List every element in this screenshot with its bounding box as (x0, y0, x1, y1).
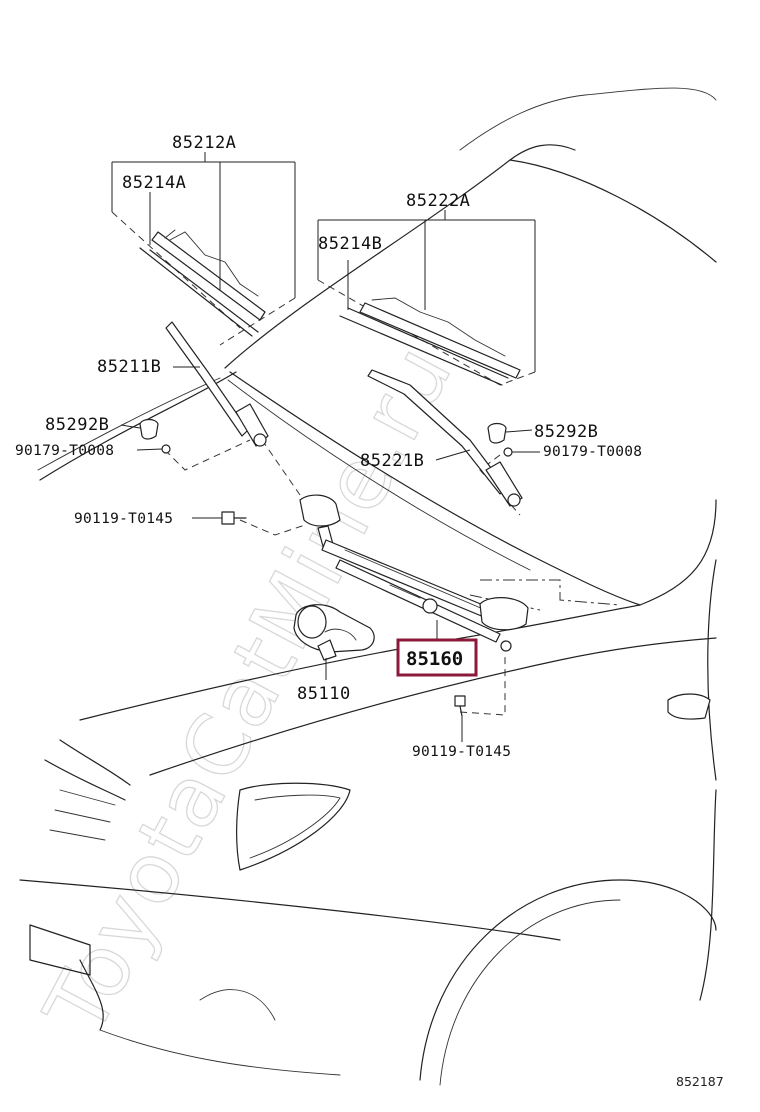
label-90179-right[interactable]: 90179-T0008 (543, 444, 642, 460)
label-85222A[interactable]: 85222A (406, 191, 470, 211)
wiper-motor (293, 604, 375, 661)
part-labels: 85212A 85214A 85222A 85214B 85211B 85292… (15, 133, 642, 760)
wiper-arm-right (367, 369, 523, 507)
label-85221B[interactable]: 85221B (360, 451, 424, 471)
bolts (221, 511, 466, 717)
highlight-frame (396, 638, 478, 677)
wiper-link-assembly (299, 494, 529, 652)
label-85160[interactable]: 85160 (406, 648, 463, 670)
label-85212A[interactable]: 85212A (172, 133, 236, 153)
wiper-blade-b (339, 297, 521, 386)
label-90119-left[interactable]: 90119-T0145 (74, 511, 173, 527)
label-85211B[interactable]: 85211B (97, 357, 161, 377)
wiper-arm-left (165, 321, 269, 447)
label-85292B-right[interactable]: 85292B (534, 422, 598, 442)
wiper-blade-a (139, 229, 266, 337)
diagram-id: 852187 (676, 1074, 724, 1089)
pivot-caps-and-nuts (139, 418, 513, 457)
leader-lines (111, 152, 540, 742)
label-85110[interactable]: 85110 (297, 684, 351, 704)
highlighted-part-85160[interactable]: 85160 (396, 638, 478, 677)
label-85214A[interactable]: 85214A (122, 173, 186, 193)
label-85214B[interactable]: 85214B (318, 234, 382, 254)
label-90179-left[interactable]: 90179-T0008 (15, 443, 114, 459)
watermark: ToyotaCatMine.ru (26, 329, 472, 1051)
label-85292B-left[interactable]: 85292B (45, 415, 109, 435)
car-body-outline (19, 87, 717, 1086)
label-90119-bottom[interactable]: 90119-T0145 (412, 744, 511, 760)
